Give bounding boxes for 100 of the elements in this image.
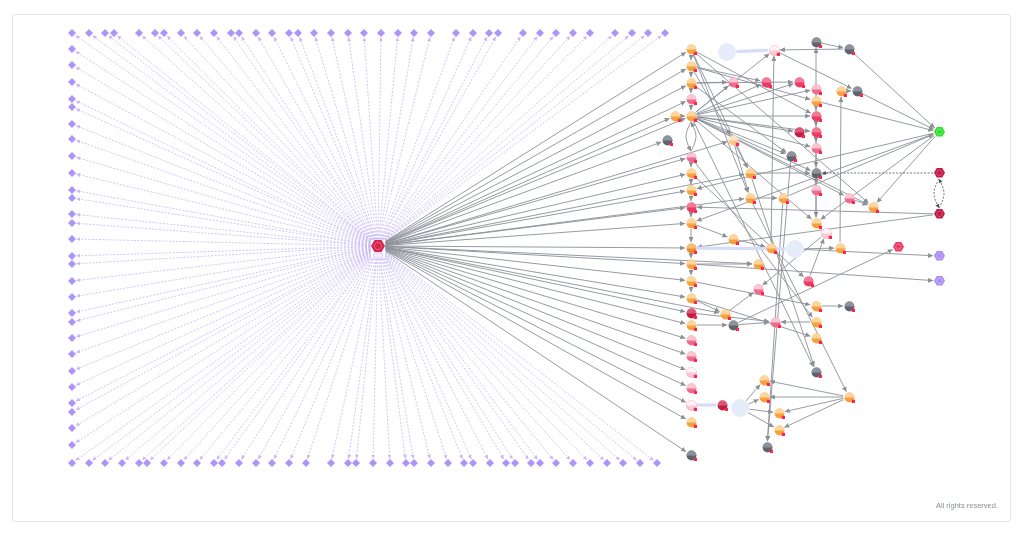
circle-node bbox=[685, 366, 697, 378]
circle-node bbox=[810, 316, 822, 328]
circle-node bbox=[685, 449, 697, 461]
circle-node bbox=[810, 110, 822, 122]
diamond-node bbox=[85, 459, 93, 467]
arrow bbox=[688, 212, 694, 218]
arrow bbox=[813, 121, 819, 127]
diamond-node bbox=[402, 459, 410, 467]
circle-node bbox=[685, 334, 697, 346]
diamond-node bbox=[68, 293, 76, 301]
circle-node bbox=[685, 382, 697, 394]
diamond-node bbox=[486, 459, 494, 467]
diamond-node bbox=[302, 459, 310, 467]
diamond-node bbox=[377, 29, 385, 37]
circle-node bbox=[765, 242, 777, 254]
circle-node bbox=[773, 424, 785, 436]
diamond-node bbox=[502, 459, 510, 467]
diamond-node bbox=[101, 459, 109, 467]
diamond-node bbox=[110, 29, 118, 37]
diamond-node bbox=[235, 459, 243, 467]
circle-node bbox=[785, 150, 797, 162]
diamond-node bbox=[552, 459, 560, 467]
arrow bbox=[846, 88, 852, 94]
circle-node bbox=[716, 399, 728, 411]
diamond-node bbox=[452, 29, 460, 37]
diamond-node bbox=[327, 459, 335, 467]
diamond-node bbox=[636, 459, 644, 467]
arrow bbox=[813, 105, 819, 111]
diamond-node bbox=[68, 120, 76, 128]
arrow bbox=[688, 54, 694, 61]
diamond-node bbox=[143, 459, 151, 467]
diamond-node bbox=[653, 459, 661, 467]
circle-node bbox=[761, 441, 773, 453]
diamond-node bbox=[427, 29, 435, 37]
diamond-node bbox=[160, 459, 168, 467]
circle-node bbox=[727, 76, 739, 88]
cluster-bubble bbox=[718, 43, 736, 61]
diamond-node bbox=[536, 459, 544, 467]
diamond-node bbox=[151, 29, 159, 37]
diamond-node bbox=[519, 29, 527, 37]
diamond-node bbox=[611, 29, 619, 37]
diamond-node bbox=[210, 29, 218, 37]
cluster-bubble bbox=[731, 399, 749, 417]
circle-node bbox=[685, 217, 697, 229]
diamond-node bbox=[68, 135, 76, 143]
circle-node bbox=[685, 350, 697, 362]
diamond-node bbox=[177, 29, 185, 37]
diamond-node bbox=[68, 350, 76, 358]
circle-node bbox=[802, 275, 814, 287]
diamond-node bbox=[536, 29, 544, 37]
arrow bbox=[680, 113, 686, 119]
circle-node bbox=[810, 332, 822, 344]
circle-node bbox=[719, 308, 731, 320]
diamond-node bbox=[252, 29, 260, 37]
diamond-node bbox=[68, 424, 76, 432]
diamond-node bbox=[68, 152, 76, 160]
circle-node bbox=[685, 319, 697, 331]
diamond-node bbox=[394, 29, 402, 37]
diamond-node bbox=[527, 459, 535, 467]
diamond-node bbox=[628, 29, 636, 37]
circle-node bbox=[810, 366, 822, 378]
circle-node bbox=[685, 60, 697, 72]
circle-node bbox=[685, 93, 697, 105]
arrow bbox=[688, 195, 694, 202]
arrow bbox=[688, 71, 694, 78]
diamond-node bbox=[85, 29, 93, 37]
circle-node bbox=[744, 167, 756, 179]
diamond-node bbox=[135, 459, 143, 467]
hexagon-node bbox=[933, 251, 945, 261]
diamond-node bbox=[210, 459, 218, 467]
circle-node bbox=[758, 391, 770, 403]
diamond-node bbox=[268, 29, 276, 37]
diamond-node bbox=[68, 95, 76, 103]
diamond-node bbox=[118, 459, 126, 467]
circle-node bbox=[820, 227, 832, 239]
diamond-node bbox=[68, 29, 76, 37]
diamond-node bbox=[135, 29, 143, 37]
arrow bbox=[688, 104, 694, 111]
circle-node bbox=[867, 201, 879, 213]
circle-node bbox=[685, 110, 697, 122]
diamond-node bbox=[569, 459, 577, 467]
diamond-node bbox=[586, 459, 594, 467]
circle-node bbox=[843, 43, 855, 55]
circle-node bbox=[685, 201, 697, 213]
circle-node bbox=[685, 258, 697, 270]
diamond-node bbox=[68, 186, 76, 194]
diamond-node bbox=[68, 235, 76, 243]
diamond-node bbox=[68, 459, 76, 467]
circle-node bbox=[685, 184, 697, 196]
circle-node bbox=[810, 184, 822, 196]
circle-node bbox=[669, 110, 681, 122]
thick-link-line bbox=[696, 246, 786, 251]
diamond-node bbox=[386, 459, 394, 467]
hexagon-node bbox=[933, 209, 945, 219]
hexagon-node bbox=[933, 127, 945, 137]
circle-node bbox=[769, 316, 781, 328]
diamond-node bbox=[227, 29, 235, 37]
circle-node bbox=[851, 85, 863, 97]
circle-node bbox=[744, 192, 756, 204]
diamond-node bbox=[101, 29, 109, 37]
